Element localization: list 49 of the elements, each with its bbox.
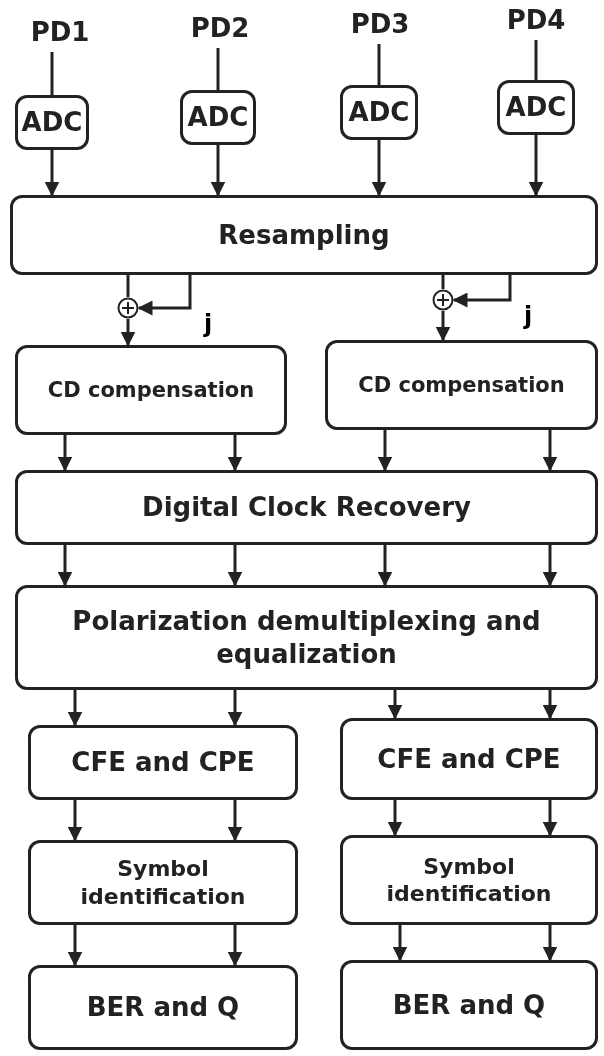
arrow: [57, 435, 73, 472]
arrow: [227, 690, 243, 727]
arrow: [542, 430, 558, 472]
arrow: [387, 690, 403, 720]
arrow: [392, 925, 408, 962]
process-box: ADC: [340, 85, 418, 140]
process-box: BER and Q: [340, 960, 598, 1050]
edge-label: j: [204, 312, 213, 336]
process-box: Digital Clock Recovery: [15, 470, 598, 545]
arrow: [435, 311, 451, 342]
arrow: [67, 925, 83, 967]
arrow: [210, 145, 226, 197]
arrow: [67, 800, 83, 842]
arrow: [227, 925, 243, 967]
arrow: [371, 140, 387, 197]
signal-label: PD2: [178, 8, 262, 48]
arrow: [542, 690, 558, 720]
arrow: [57, 545, 73, 587]
process-box: Symbol identification: [28, 840, 298, 925]
arrow: [227, 800, 243, 842]
signal-label: PD4: [494, 0, 578, 40]
arrow: [67, 690, 83, 727]
arrow: [528, 135, 544, 197]
process-box: Symbol identification: [340, 835, 598, 925]
arrow: [542, 925, 558, 962]
arrow: [377, 430, 393, 472]
arrow: [227, 545, 243, 587]
process-box: CD compensation: [15, 345, 287, 435]
arrow: [120, 319, 136, 347]
process-box: ADC: [15, 95, 89, 150]
process-box: Polarization demultiplexing and equalization: [15, 585, 598, 690]
arrow: [542, 545, 558, 587]
arrow: [542, 800, 558, 837]
process-box: ADC: [180, 90, 256, 145]
process-box: CFE and CPE: [340, 718, 598, 800]
arrow: [377, 545, 393, 587]
process-box: ADC: [497, 80, 575, 135]
process-box: CFE and CPE: [28, 725, 298, 800]
arrow: [227, 435, 243, 472]
signal-label: PD3: [338, 4, 422, 44]
process-box: Resampling: [10, 195, 598, 275]
edge-label: j: [524, 304, 533, 328]
process-box: BER and Q: [28, 965, 298, 1050]
arrow: [44, 150, 60, 197]
arrow: [387, 800, 403, 837]
arrow: [452, 275, 512, 308]
arrow: [137, 275, 192, 316]
signal-label: PD1: [18, 12, 102, 52]
process-box: CD compensation: [325, 340, 598, 430]
